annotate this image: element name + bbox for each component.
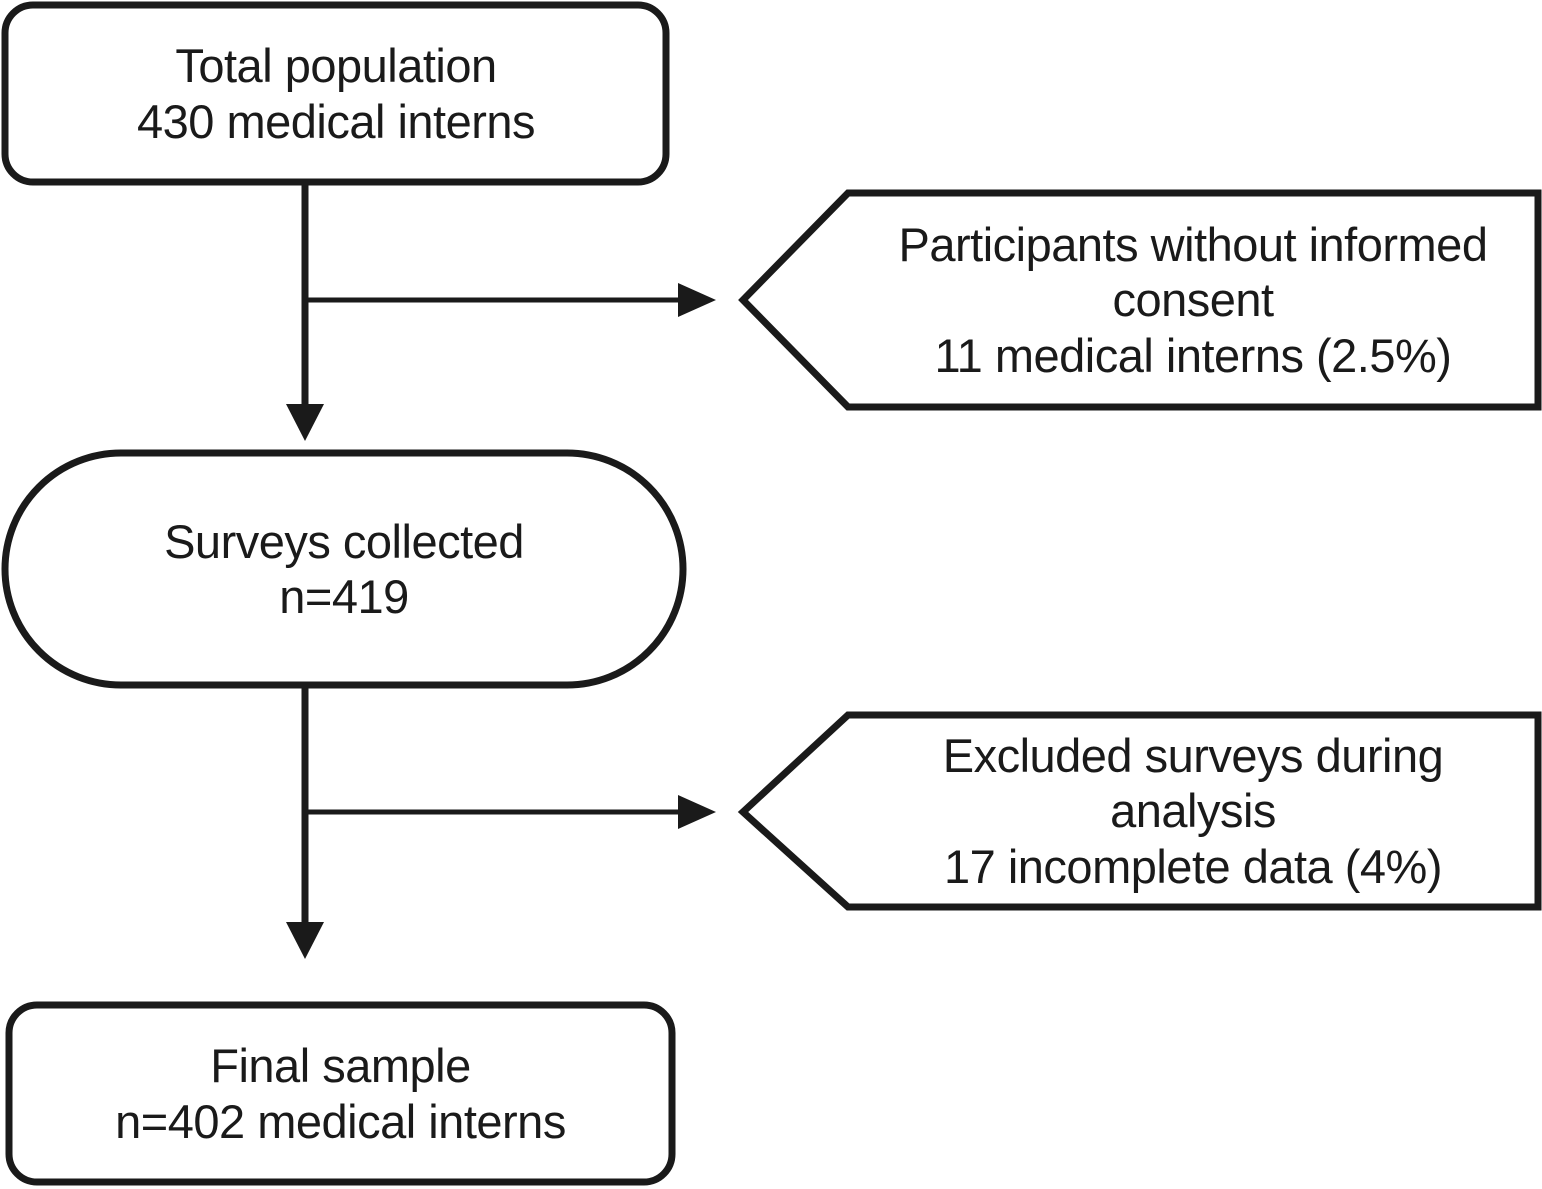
node-total-population <box>1 1 670 186</box>
node-excluded-incomplete <box>737 711 1542 911</box>
node-excluded-no-consent <box>738 189 1542 411</box>
edge-surveys-to-incomplete <box>305 795 716 829</box>
edge-total-to-no-consent <box>305 283 716 317</box>
node-surveys-collected <box>1 449 687 689</box>
edge-total-to-surveys <box>286 185 324 441</box>
node-final-sample <box>5 1001 676 1186</box>
edge-surveys-to-final <box>286 688 324 959</box>
